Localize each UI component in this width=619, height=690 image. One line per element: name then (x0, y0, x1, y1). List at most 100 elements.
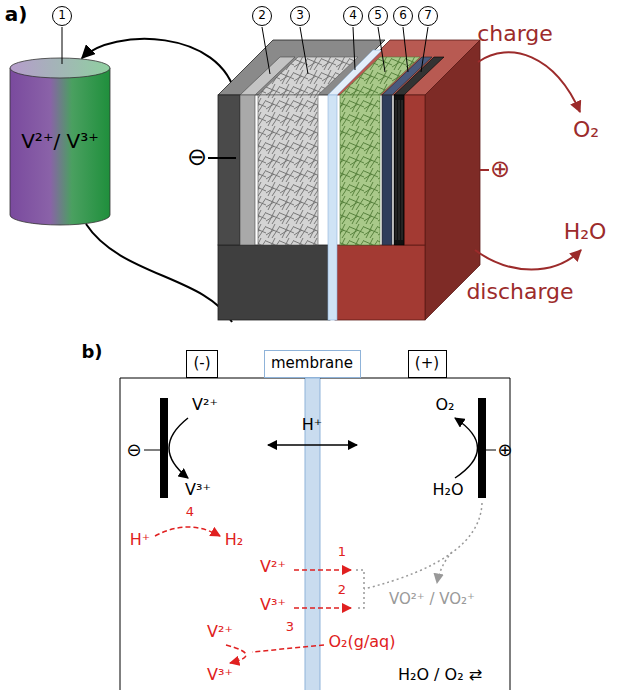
callout-number: 5 (374, 9, 382, 23)
flow-loop (86, 224, 232, 322)
leader-line (262, 27, 270, 74)
housing-front (404, 95, 425, 245)
terminal-wire (480, 169, 489, 171)
layer-top (394, 57, 444, 95)
terminal-wire (144, 450, 160, 451)
label-box: (+) (408, 350, 447, 378)
callout-number: 2 (258, 9, 266, 23)
callout-number: 1 (58, 9, 66, 23)
plate-grooves (396, 100, 402, 240)
callout-circle: 5 (368, 6, 388, 26)
flow-plate (394, 95, 404, 245)
charge-arrow (478, 52, 580, 112)
reaction-arrow (455, 418, 478, 478)
terminal-symbol: ⊖ (126, 440, 141, 461)
electrolyte-tank (10, 58, 110, 225)
terminal-symbol: ⊖ (187, 144, 207, 172)
tank-body (10, 68, 110, 225)
callout-circle: 3 (290, 6, 310, 26)
membrane (328, 95, 337, 320)
reaction-arrow (169, 418, 188, 478)
species-label: H⁺ (302, 416, 322, 434)
node-label: membrane (271, 355, 353, 372)
leader-line (403, 27, 408, 72)
panel-label: b) (81, 342, 102, 363)
terminal-wire (208, 157, 236, 159)
leader-line (353, 27, 355, 70)
compartment-outline (120, 378, 305, 690)
cell-housing (218, 40, 480, 320)
species-label: H₂ (225, 531, 243, 549)
callout-number: 1 (338, 545, 346, 560)
current-collector (240, 95, 255, 245)
callout-number: 6 (399, 9, 407, 23)
node-label: (+) (415, 355, 439, 372)
species-label: V³⁺ (260, 596, 286, 614)
callout-number: 3 (286, 620, 294, 635)
panel-label: a) (5, 3, 28, 26)
process-label: discharge (466, 279, 573, 304)
electrode (478, 398, 486, 498)
leader-line (378, 27, 385, 72)
node-label: (-) (193, 355, 210, 372)
callout-number: 4 (186, 505, 194, 520)
dotted-link (364, 503, 482, 589)
species-label: O₂(g/aq) (329, 633, 396, 651)
species-label: O₂ (573, 117, 599, 142)
callout-circle: 6 (393, 6, 413, 26)
tank-top (10, 58, 110, 78)
bracket (356, 570, 364, 608)
crossover-arrow (294, 569, 351, 571)
proton-transport-arrow (268, 444, 357, 446)
electrode (160, 398, 168, 498)
label-box: membrane (264, 350, 361, 378)
hydrogen-evolution-arrow (155, 527, 220, 536)
gas-diffusion-electrode (340, 95, 380, 245)
species-label: H₂O (432, 481, 463, 499)
tank-label-box: V²⁺/ V³⁺ (10, 58, 110, 225)
leader-lines (262, 27, 428, 74)
species-label: V³⁺ (185, 481, 211, 499)
cell-layers (240, 50, 444, 320)
species-label: VO²⁺ / VO₂⁺ (389, 591, 475, 608)
terminal-symbol: ⊕ (490, 156, 510, 184)
species-label: V²⁺ (260, 558, 286, 576)
housing-front (218, 245, 330, 320)
callout-circle: 4 (343, 6, 363, 26)
flow-loop (82, 39, 236, 97)
callout-circle: 2 (252, 6, 272, 26)
species-label: V²⁺ (207, 623, 233, 641)
species-label: V²⁺ (192, 396, 218, 414)
process-label: charge (477, 21, 553, 46)
species-label: H₂O (564, 219, 607, 244)
oxidation-arrow (226, 645, 246, 663)
label-box: (-) (186, 350, 218, 378)
callout-number: 4 (349, 9, 357, 23)
housing-front (218, 95, 240, 245)
grey-paths (356, 503, 482, 608)
species-label: V³⁺ (207, 666, 233, 684)
housing-front (335, 245, 425, 320)
dotted-arrow (437, 552, 452, 583)
leader-line (62, 27, 63, 64)
diffusion-layer (382, 95, 392, 245)
terminal-symbol: ⊕ (497, 440, 512, 461)
oxygen-crossover-line (252, 645, 324, 652)
terminal-wire (486, 450, 496, 451)
callout-circle: 7 (418, 6, 438, 26)
leader-line (300, 27, 308, 74)
discharge-arrow (475, 250, 581, 270)
callout-number: 7 (424, 9, 432, 23)
side-reactions (155, 527, 351, 663)
callout-number: 3 (296, 9, 304, 23)
felt-electrode (258, 95, 318, 245)
crossover-arrow (294, 607, 351, 609)
callout-circle: 1 (52, 6, 72, 26)
compartment-outline (320, 378, 510, 690)
note-label: H₂O / O₂ ⇄ (398, 666, 482, 684)
leader-line (421, 27, 428, 72)
node-label: V²⁺/ V³⁺ (21, 130, 99, 153)
species-label: O₂ (435, 396, 454, 414)
species-label: H⁺ (130, 531, 150, 549)
